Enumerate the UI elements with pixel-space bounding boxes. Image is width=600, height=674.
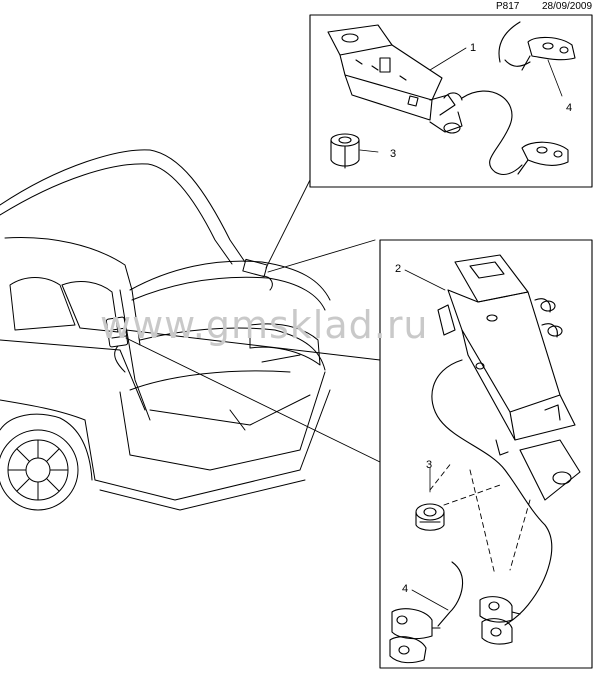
mounting-nut-3b: [415, 503, 445, 531]
antenna-cable-4: [461, 21, 576, 175]
mounting-nut-3: [330, 133, 360, 169]
callout-bottom-2: 2: [395, 263, 401, 275]
diagram-date: 28/09/2009: [542, 1, 593, 12]
callout-top-4: 4: [566, 102, 572, 114]
detail-box-bottom: 2 3 4: [379, 239, 593, 669]
watermark-text: www.gmsklad.ru: [100, 303, 429, 347]
antenna-amplifier-module-2: [437, 254, 581, 501]
callout-top-1: 1: [470, 42, 476, 54]
callout-top-3: 3: [390, 148, 396, 160]
detail-box-top: 1 3 4: [309, 14, 593, 188]
car-rear-view: [0, 149, 331, 511]
antenna-amplifier-module-1: [327, 24, 463, 134]
callout-bottom-4: 4: [402, 583, 408, 595]
callout-bottom-3: 3: [426, 459, 432, 471]
diagram-code: P817: [496, 1, 520, 12]
antenna-cable-4b: [389, 359, 553, 664]
